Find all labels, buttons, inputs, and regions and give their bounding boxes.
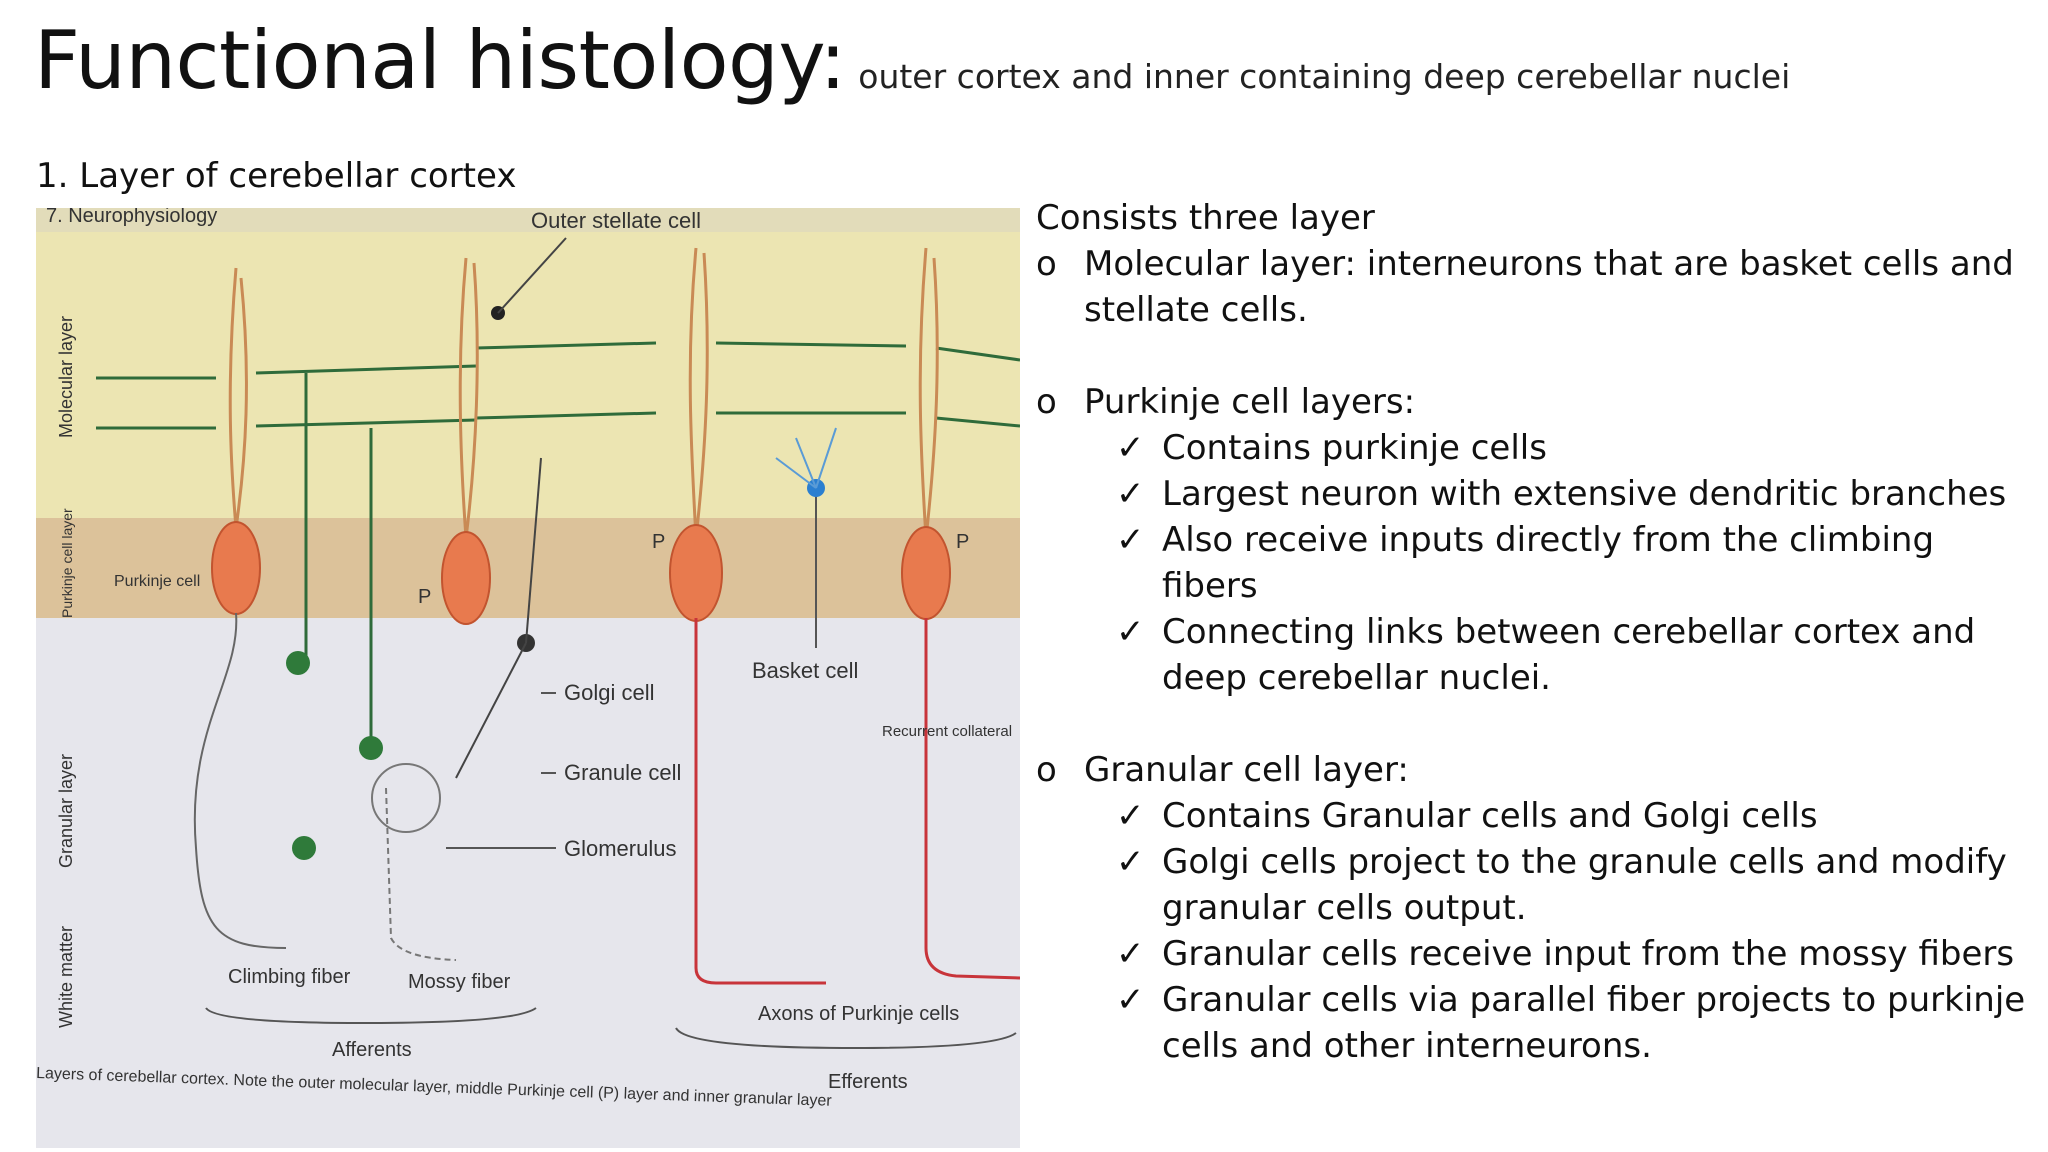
- label-purkinje-cell: Purkinje cell: [114, 573, 200, 590]
- point-item: ✓ Connecting links between cerebellar co…: [1036, 609, 2026, 701]
- point-text: Also receive inputs directly from the cl…: [1162, 520, 1935, 606]
- layer-text: Molecular layer: interneurons that are b…: [1084, 244, 2014, 330]
- title-main: Functional histology:: [34, 14, 846, 107]
- label-golgi-cell: Golgi cell: [564, 680, 654, 705]
- point-item: ✓ Contains Granular cells and Golgi cell…: [1036, 793, 2026, 839]
- point-text: Largest neuron with extensive dendritic …: [1162, 474, 2007, 514]
- spacer: [1036, 701, 2026, 747]
- point-item: ✓ Largest neuron with extensive dendriti…: [1036, 471, 2026, 517]
- label-recurrent-collateral: Recurrent collateral: [882, 723, 1012, 740]
- label-granular-layer: Granular layer: [56, 754, 76, 868]
- section-heading: 1. Layer of cerebellar cortex: [36, 156, 517, 196]
- spacer: [1036, 333, 2026, 379]
- check-icon: ✓: [1116, 474, 1145, 514]
- layer-item-granular: o Granular cell layer:: [1036, 747, 2026, 793]
- layer-text: Purkinje cell layers:: [1084, 382, 1416, 422]
- point-text: Connecting links between cerebellar cort…: [1162, 612, 1976, 698]
- slide-title: Functional histology: outer cortex and i…: [34, 14, 1790, 107]
- layer-item-purkinje: o Purkinje cell layers:: [1036, 379, 2026, 425]
- label-efferents: Efferents: [828, 1071, 908, 1093]
- layer-text: Granular cell layer:: [1084, 750, 1409, 790]
- label-basket-cell: Basket cell: [752, 658, 858, 683]
- point-item: ✓ Contains purkinje cells: [1036, 425, 2026, 471]
- check-icon: ✓: [1116, 428, 1145, 468]
- label-mossy-fiber: Mossy fiber: [408, 971, 511, 993]
- label-p-1: P: [418, 586, 431, 608]
- point-text: Golgi cells project to the granule cells…: [1162, 842, 2007, 928]
- figure-header-text: 7. Neurophysiology: [46, 208, 217, 227]
- check-icon: ✓: [1116, 980, 1145, 1020]
- label-purkinje-layer: Purkinje cell layer: [59, 508, 75, 618]
- label-glomerulus: Glomerulus: [564, 836, 676, 861]
- point-text: Contains purkinje cells: [1162, 428, 1547, 468]
- check-icon: ✓: [1116, 842, 1145, 882]
- point-item: ✓ Also receive inputs directly from the …: [1036, 517, 2026, 609]
- check-icon: ✓: [1116, 796, 1145, 836]
- label-molecular-layer: Molecular layer: [56, 316, 76, 438]
- point-item: ✓ Golgi cells project to the granule cel…: [1036, 839, 2026, 931]
- layer-item-molecular: o Molecular layer: interneurons that are…: [1036, 241, 2026, 333]
- label-white-matter: White matter: [56, 926, 76, 1028]
- label-p-2: P: [652, 531, 665, 553]
- cerebellar-cortex-figure: 7. Neurophysiology Outer stellate cell M…: [36, 208, 1020, 1148]
- point-text: Contains Granular cells and Golgi cells: [1162, 796, 1818, 836]
- label-p-3: P: [956, 531, 969, 553]
- point-text: Granular cells receive input from the mo…: [1162, 934, 2015, 974]
- label-outer-stellate: Outer stellate cell: [531, 208, 701, 233]
- circle-bullet: o: [1036, 750, 1057, 790]
- check-icon: ✓: [1116, 520, 1145, 560]
- check-icon: ✓: [1116, 612, 1145, 652]
- circle-bullet: o: [1036, 244, 1057, 284]
- point-item: ✓ Granular cells via parallel fiber proj…: [1036, 977, 2026, 1069]
- circle-bullet: o: [1036, 382, 1057, 422]
- point-item: ✓ Granular cells receive input from the …: [1036, 931, 2026, 977]
- label-climbing-fiber: Climbing fiber: [228, 966, 351, 988]
- label-afferents: Afferents: [332, 1039, 412, 1061]
- label-granule-cell: Granule cell: [564, 760, 681, 785]
- intro-text: Consists three layer: [1036, 198, 1375, 238]
- title-subtitle: outer cortex and inner containing deep c…: [858, 57, 1791, 96]
- label-axons-purkinje: Axons of Purkinje cells: [758, 1003, 959, 1025]
- content-column: Consists three layer o Molecular layer: …: [1036, 195, 2026, 1069]
- check-icon: ✓: [1116, 934, 1145, 974]
- point-text: Granular cells via parallel fiber projec…: [1162, 980, 2026, 1066]
